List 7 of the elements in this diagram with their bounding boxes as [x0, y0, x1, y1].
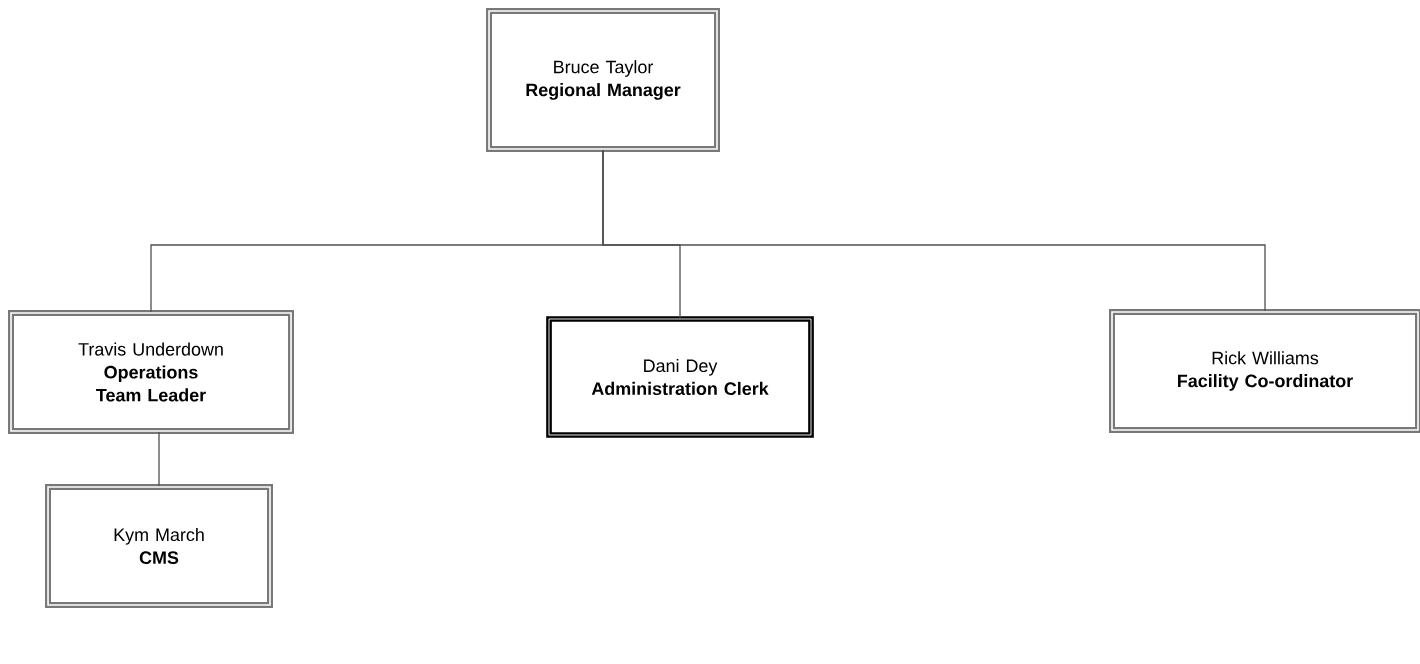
org-box: Rick Williams Facility Co-ordinator	[1109, 309, 1420, 433]
connector-line	[602, 149, 1266, 312]
org-box: Bruce Taylor Regional Manager	[486, 8, 720, 152]
connector-line	[158, 431, 160, 487]
org-box: Kym March CMS	[45, 484, 273, 608]
org-box: Dani Dey Administration Clerk	[546, 316, 814, 438]
org-box: Travis Underdown Operations Team Leader	[8, 310, 294, 434]
